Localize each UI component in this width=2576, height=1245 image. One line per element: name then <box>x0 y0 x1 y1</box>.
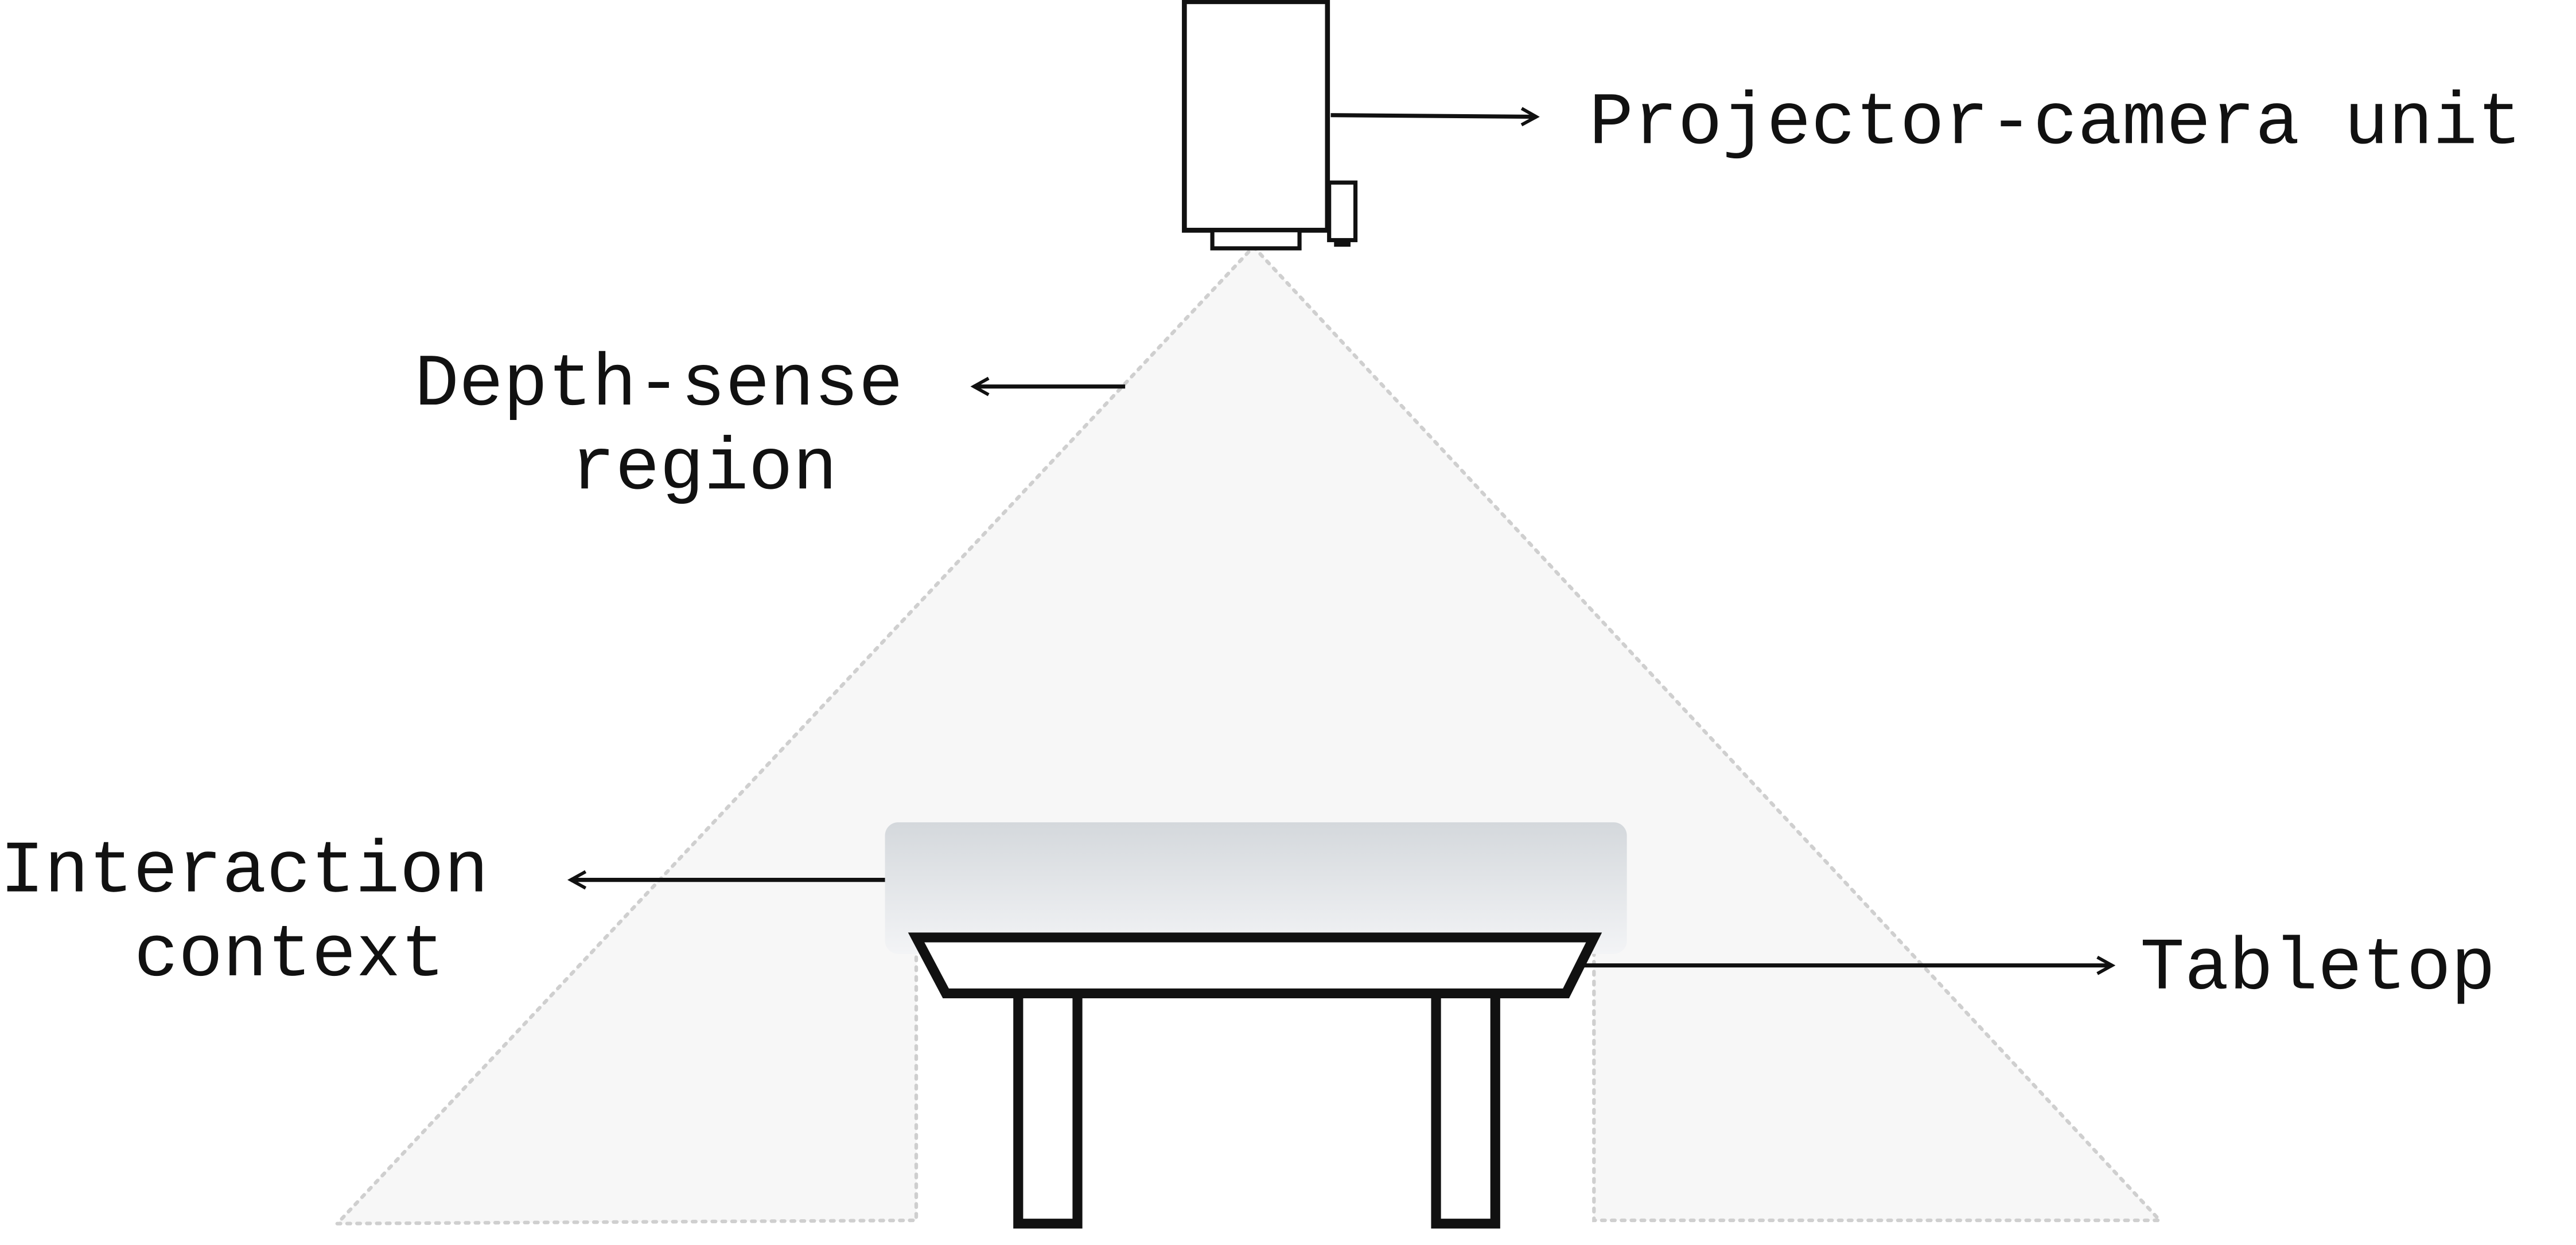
depth-sense-region-label-line1: Depth-sense <box>414 343 903 427</box>
table-leg-right <box>1431 959 1500 1229</box>
table <box>908 932 1602 1229</box>
tabletop-surface <box>908 932 1602 999</box>
table-leg-left <box>1013 959 1083 1229</box>
interaction-context-zone <box>885 822 1627 954</box>
depth-sense-cone <box>333 244 2164 1225</box>
projector-camera-unit <box>1182 0 1358 251</box>
tabletop-label: Tabletop <box>2140 927 2495 1011</box>
projector-camera-unit-label: Projector-camera unit <box>1589 81 2522 165</box>
projector-arrow <box>1330 115 1536 117</box>
interaction-context-label: Interaction context <box>0 830 533 998</box>
depth-sense-region-label: Depth-sense region <box>414 343 947 511</box>
depth-sense-region-label-line2: region <box>571 427 838 511</box>
interaction-context-label-line1: Interaction <box>0 830 489 914</box>
interaction-context-label-line2: context <box>134 914 445 998</box>
